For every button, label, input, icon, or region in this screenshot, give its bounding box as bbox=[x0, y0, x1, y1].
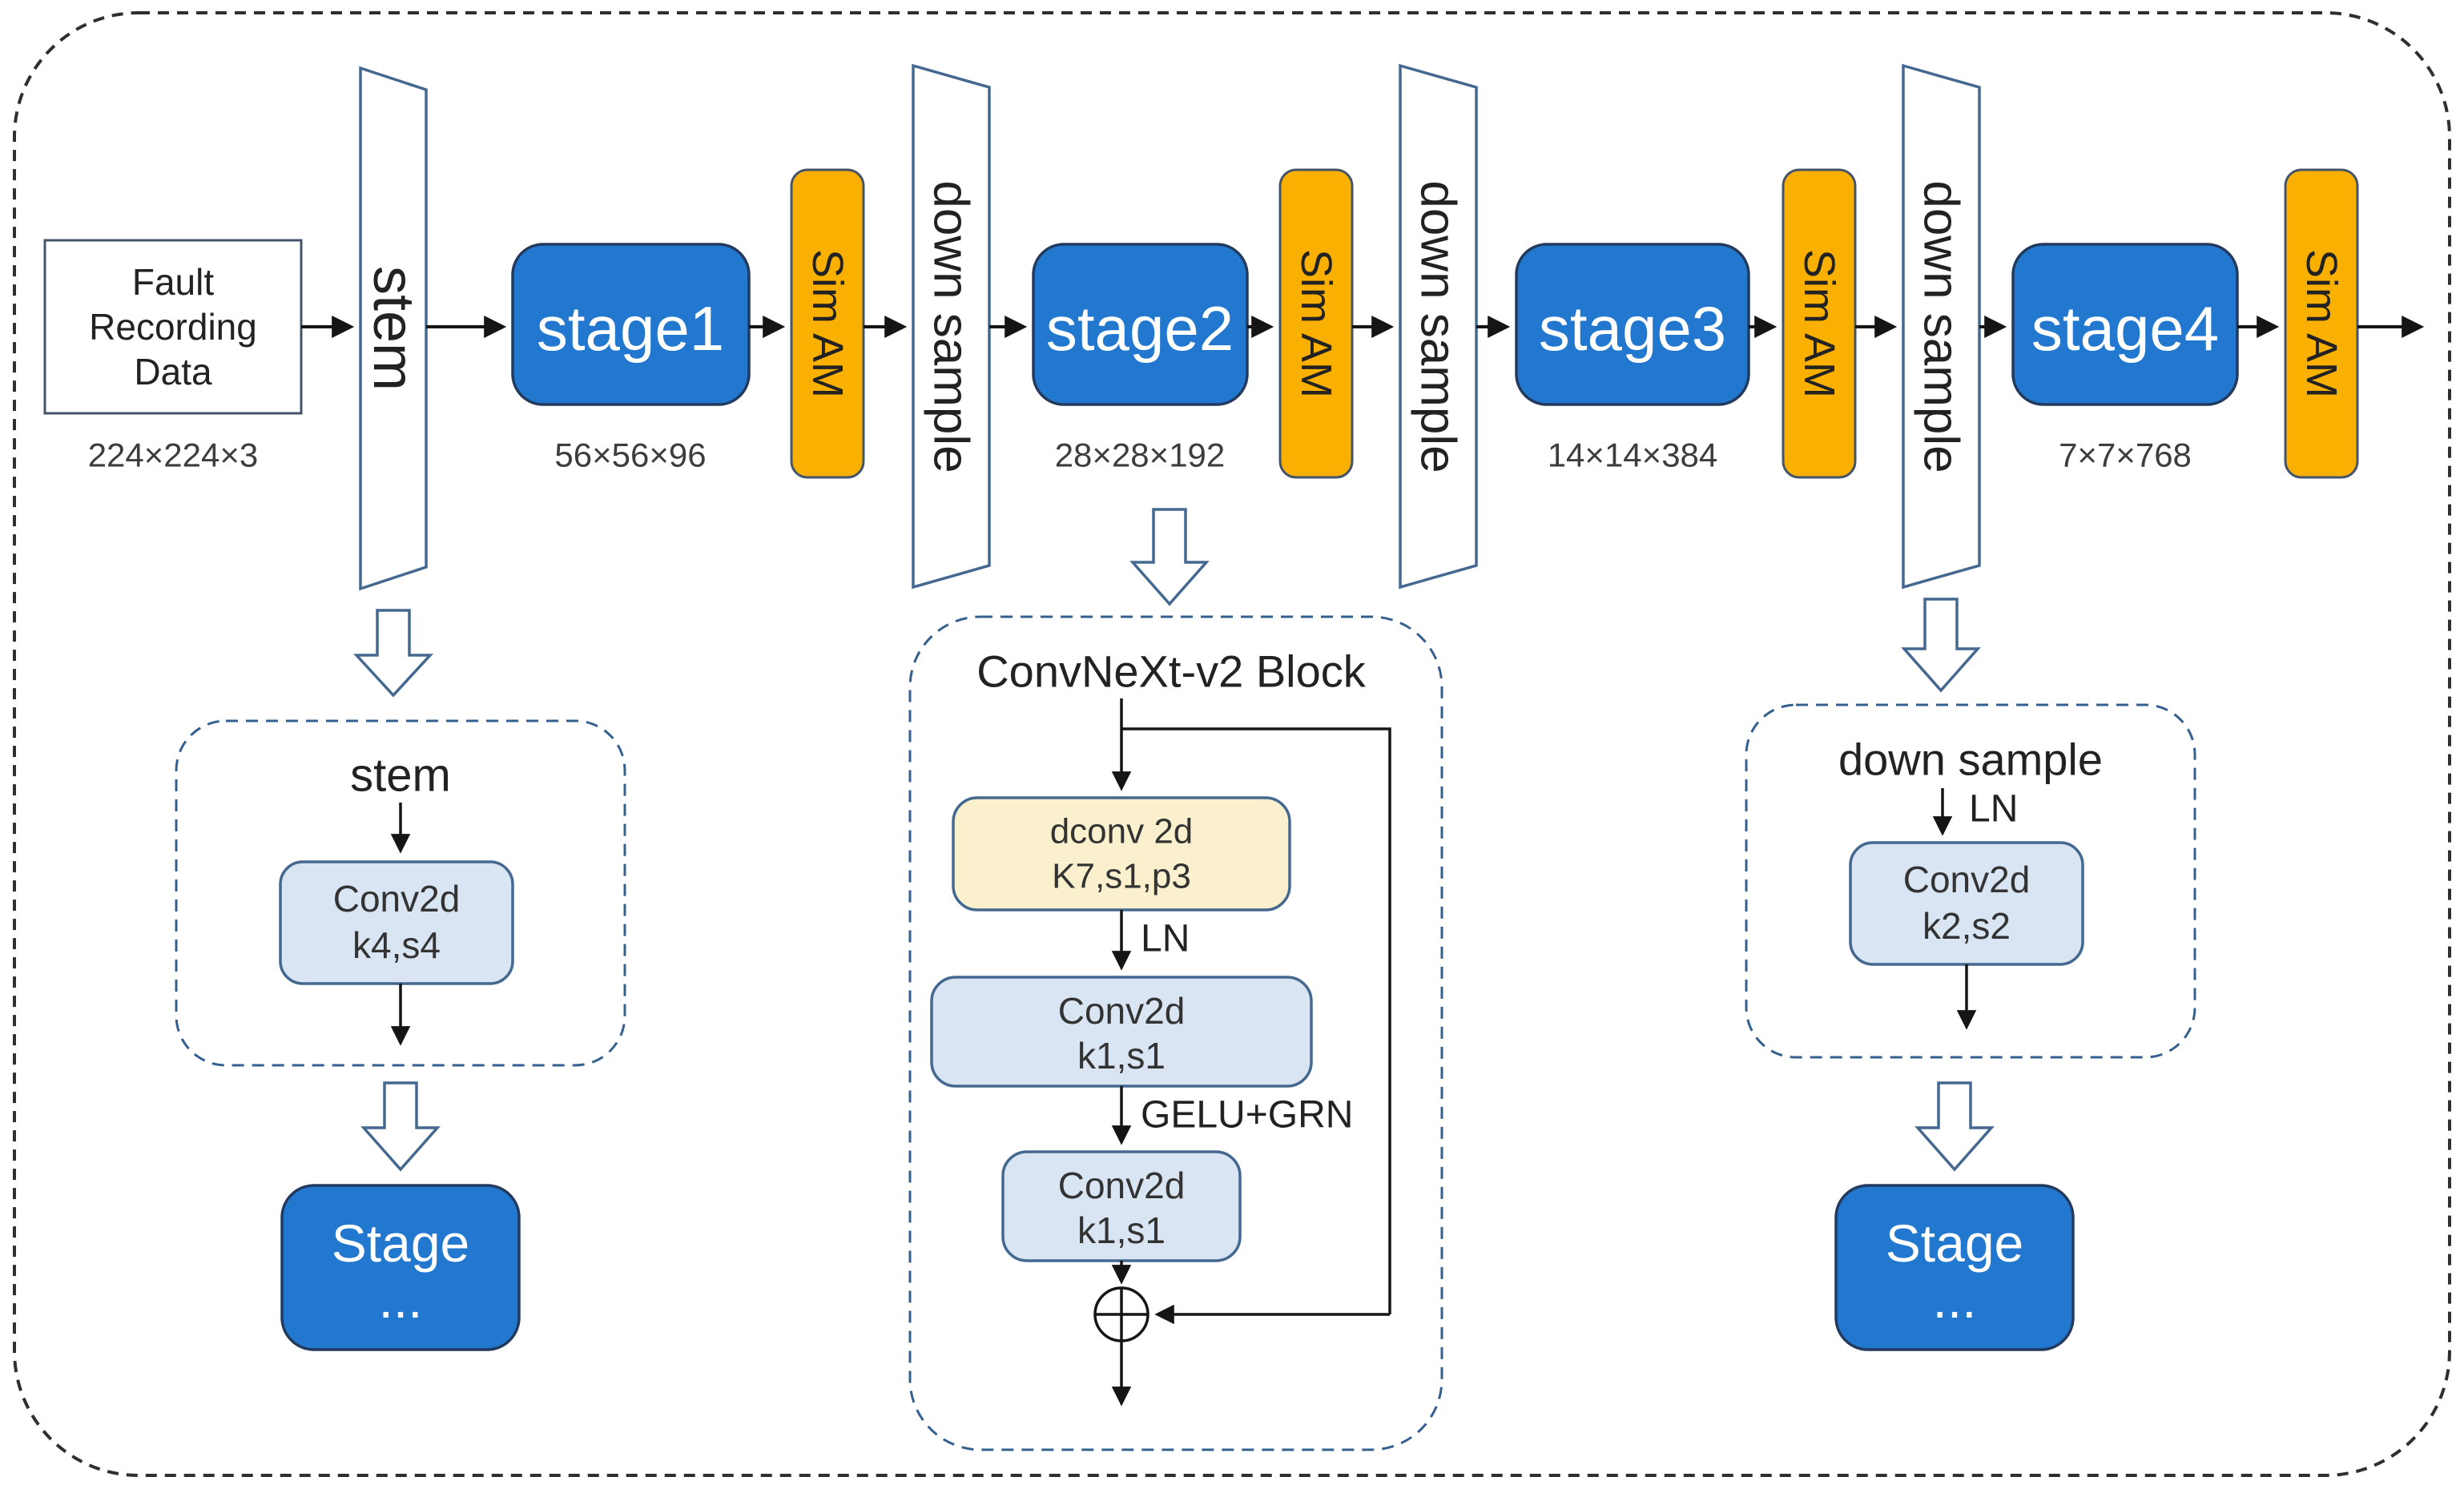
stage2-dims-caption: 28×28×192 bbox=[1055, 437, 1226, 474]
sim-am-box-2: Sim AM bbox=[1278, 168, 1354, 479]
block-conv2d-2-line1: Conv2d bbox=[1058, 1165, 1186, 1206]
skip-connection-line bbox=[1121, 727, 1391, 1314]
stage4-label: stage4 bbox=[2031, 293, 2219, 364]
sim-am-box-4: Sim AM bbox=[2284, 168, 2359, 479]
stem-parallelogram-label: stem bbox=[361, 266, 425, 391]
down-sample-conv2d-line1: Conv2d bbox=[1903, 859, 2031, 900]
input-box-line1: Fault bbox=[132, 261, 214, 303]
down-sample-detail-panel: down sample LN Conv2d k2,s2 Stage ... bbox=[1745, 703, 2196, 1351]
down-sample-conv2d-line2: k2,s2 bbox=[1922, 905, 2011, 947]
stage1-label: stage1 bbox=[537, 293, 724, 364]
expand-arrow-stem-icon bbox=[353, 609, 433, 698]
sim-am-label-1: Sim AM bbox=[803, 249, 852, 398]
outer-dashed-border bbox=[13, 11, 2451, 1477]
expand-arrow-block-icon bbox=[1129, 508, 1210, 606]
stage2-box: stage2 28×28×192 bbox=[1032, 243, 1249, 474]
stem-detail-panel: stem Conv2d k4,s4 Stage ... bbox=[175, 719, 626, 1351]
down-sample-detail-title: down sample bbox=[1838, 734, 2103, 785]
stem-stage-line2: ... bbox=[378, 1270, 422, 1329]
convnext-block-panel: ConvNeXt-v2 Block dconv 2d K7,s1,p3 LN C… bbox=[908, 615, 1443, 1451]
sim-am-label-4: Sim AM bbox=[2297, 249, 2345, 398]
down-sample-stage-line2: ... bbox=[1932, 1270, 1976, 1329]
down-sample-label-3: down sample bbox=[1914, 180, 1969, 473]
down-sample-parallelogram-3: down sample bbox=[1902, 63, 1981, 590]
sim-am-label-3: Sim AM bbox=[1795, 249, 1843, 398]
stage4-dims-caption: 7×7×768 bbox=[2059, 437, 2192, 474]
stage4-box: stage4 7×7×768 bbox=[2011, 243, 2239, 474]
expand-arrow-stage-icon bbox=[360, 1081, 441, 1172]
down-sample-stage-line1: Stage bbox=[1886, 1213, 2023, 1273]
down-sample-parallelogram-2: down sample bbox=[1399, 63, 1478, 590]
down-sample-stage-box bbox=[1834, 1184, 2075, 1351]
stage1-box: stage1 56×56×96 bbox=[511, 243, 751, 474]
down-sample-ln-label: LN bbox=[1969, 788, 2018, 831]
sim-am-box-3: Sim AM bbox=[1782, 168, 1857, 479]
stage1-dims-caption: 56×56×96 bbox=[554, 437, 706, 474]
expand-arrow-downsample-icon bbox=[1901, 598, 1981, 693]
sim-am-box-1: Sim AM bbox=[790, 168, 865, 479]
stage3-box: stage3 14×14×384 bbox=[1515, 243, 1750, 474]
down-sample-parallelogram-1: down sample bbox=[912, 63, 991, 590]
stage3-label: stage3 bbox=[1539, 293, 1726, 364]
stem-stage-line1: Stage bbox=[332, 1213, 469, 1273]
block-conv2d-1-line1: Conv2d bbox=[1058, 990, 1186, 1032]
block-conv2d-2-line2: k1,s1 bbox=[1077, 1209, 1166, 1251]
dconv2d-line1: dconv 2d bbox=[1050, 812, 1194, 851]
gelu-grn-label: GELU+GRN bbox=[1141, 1094, 1353, 1137]
stage3-dims-caption: 14×14×384 bbox=[1548, 437, 1718, 474]
input-box: Fault Recording Data 224×224×3 bbox=[43, 239, 303, 474]
down-sample-label-2: down sample bbox=[1411, 180, 1466, 473]
ln-label: LN bbox=[1141, 918, 1190, 960]
convnext-block-title: ConvNeXt-v2 Block bbox=[976, 646, 1367, 697]
stem-stage-box bbox=[280, 1184, 521, 1351]
stem-conv2d-line2: k4,s4 bbox=[352, 924, 441, 966]
stem-conv2d-line1: Conv2d bbox=[333, 878, 461, 920]
sim-am-label-2: Sim AM bbox=[1292, 249, 1340, 398]
input-dims-caption: 224×224×3 bbox=[88, 437, 259, 474]
stem-detail-title: stem bbox=[350, 750, 451, 802]
input-box-line3: Data bbox=[134, 351, 212, 392]
stem-conv2d-box bbox=[279, 860, 514, 985]
input-box-line2: Recording bbox=[89, 306, 257, 348]
stem-parallelogram: stem bbox=[359, 66, 428, 591]
down-sample-label-1: down sample bbox=[924, 180, 979, 473]
dconv2d-line2: K7,s1,p3 bbox=[1052, 857, 1191, 896]
expand-arrow-stage-icon bbox=[1914, 1081, 1995, 1172]
block-conv2d-1-line2: k1,s1 bbox=[1077, 1035, 1166, 1077]
stage2-label: stage2 bbox=[1046, 293, 1234, 364]
